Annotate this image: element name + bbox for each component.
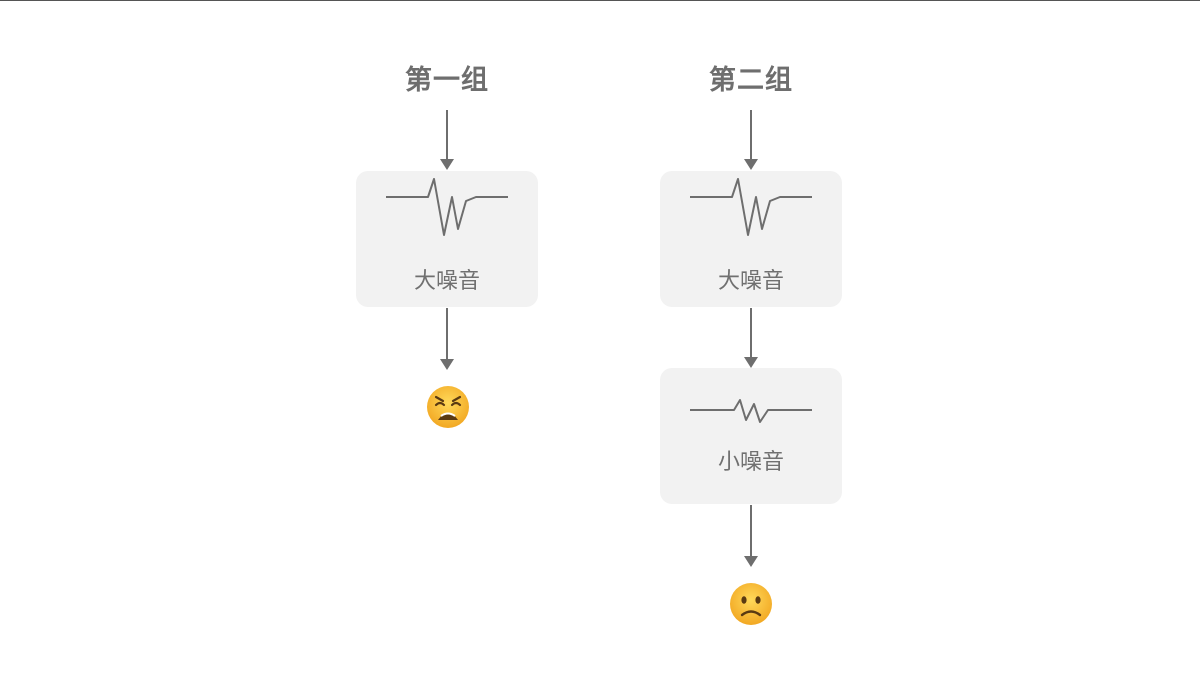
- group-2-title: 第二组: [709, 65, 793, 96]
- group-2-stage-2-box: 小噪音: [660, 368, 842, 504]
- group-2-stage-1-label: 大噪音: [717, 269, 784, 294]
- group-1-title: 第一组: [405, 65, 489, 96]
- group-2-stage-2-label: 小噪音: [717, 450, 784, 475]
- group-1-arrow-stage-1-to-outcome: [440, 308, 454, 370]
- group-2-arrow-title-to-stage-1: [744, 110, 758, 170]
- large-noise-waveform-icon: [690, 178, 812, 236]
- slightly-frowning-face-icon: [730, 583, 772, 625]
- top-divider: [0, 0, 1200, 1]
- group-1-stage-1-label: 大噪音: [413, 269, 480, 294]
- large-noise-waveform-icon: [386, 178, 508, 236]
- group-2-arrow-stage-1-to-stage-2: [744, 308, 758, 368]
- group-2-stage-1-box: 大噪音: [660, 171, 842, 307]
- small-noise-waveform-icon: [690, 399, 812, 423]
- weary-face-icon: [427, 386, 469, 428]
- group-1-stage-1-box: 大噪音: [356, 171, 538, 307]
- group-1-arrow-title-to-stage-1: [440, 110, 454, 170]
- group-2-arrow-stage-2-to-outcome: [744, 505, 758, 567]
